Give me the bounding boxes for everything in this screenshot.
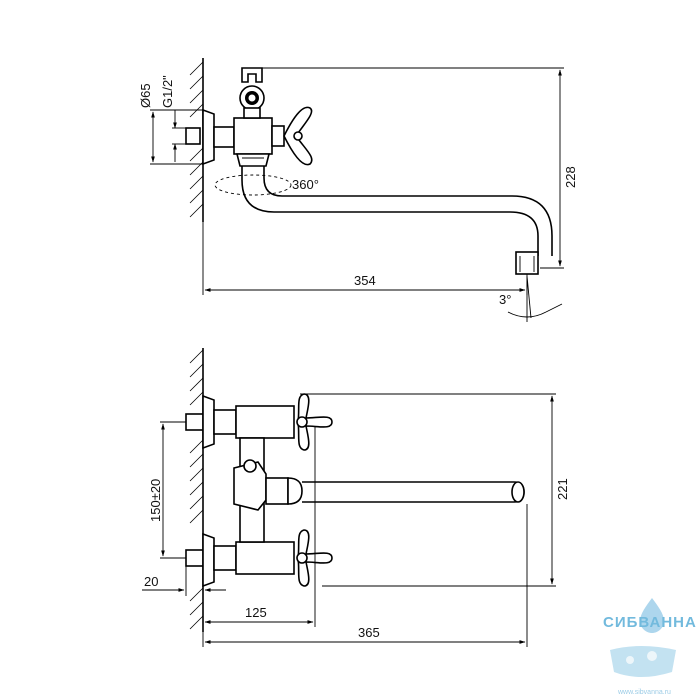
front-view: 150±20 20 125 365 221 bbox=[142, 348, 570, 647]
spout-top bbox=[241, 166, 539, 256]
wall-label: 20 bbox=[144, 574, 158, 589]
spout-collar bbox=[265, 477, 289, 505]
cross-handle-top bbox=[271, 106, 313, 166]
top-view: 360° Ø65 G1/2" 228 354 bbox=[138, 58, 578, 322]
thread-stub-top bbox=[185, 127, 201, 145]
height-label-front: 221 bbox=[555, 478, 570, 500]
thread-stub-lower bbox=[185, 549, 204, 567]
eccentric-upper bbox=[213, 409, 237, 435]
cross-handle-lower bbox=[296, 529, 333, 587]
watermark-url: www.sibvanna.ru bbox=[617, 689, 671, 696]
escutcheon-upper bbox=[202, 394, 215, 450]
length-label-front: 365 bbox=[358, 625, 380, 640]
wall-front bbox=[189, 348, 204, 632]
angle-label: 3° bbox=[499, 292, 511, 307]
escutcheon-top bbox=[202, 108, 215, 166]
thread-stub-upper bbox=[185, 413, 204, 431]
thread-label: G1/2" bbox=[160, 75, 175, 108]
length-label-top: 354 bbox=[354, 273, 376, 288]
mixer-body-top bbox=[233, 117, 273, 155]
diameter-dimension: Ø65 bbox=[138, 83, 203, 165]
spout-end bbox=[511, 481, 525, 503]
offset-dimension: 125 bbox=[204, 426, 316, 627]
rotation-ellipse bbox=[214, 174, 292, 196]
angle-dimension: 3° bbox=[499, 275, 563, 322]
spout-swivel-top bbox=[235, 153, 271, 167]
height-dimension-top: 228 bbox=[262, 67, 578, 269]
height-label-top: 228 bbox=[563, 166, 578, 188]
rotation-label: 360° bbox=[292, 177, 319, 192]
height-dimension-front: 221 bbox=[300, 393, 570, 587]
aerator-top bbox=[515, 251, 539, 275]
watermark-brand: СИБВАННА bbox=[603, 614, 697, 631]
offset-label: 125 bbox=[245, 605, 267, 620]
bathtub-icon bbox=[610, 646, 676, 677]
centers-dimension: 150±20 bbox=[148, 421, 186, 559]
water-drop-icon bbox=[640, 598, 664, 633]
cross-handle-upper bbox=[296, 393, 333, 451]
spout-front bbox=[302, 481, 525, 503]
valve-body-upper bbox=[235, 405, 295, 439]
thread-dimension: G1/2" bbox=[160, 75, 186, 162]
length-dimension-front: 365 bbox=[202, 504, 528, 647]
length-dimension-top: 354 bbox=[202, 222, 528, 295]
escutcheon-lower bbox=[202, 532, 215, 588]
watermark-logo: СИБВАННА www.sibvanna.ru bbox=[603, 598, 697, 696]
diverter-knob bbox=[243, 459, 257, 473]
shower-holder-top bbox=[239, 67, 265, 119]
eccentric-top bbox=[213, 126, 235, 148]
centers-label: 150±20 bbox=[148, 479, 163, 522]
valve-body-lower bbox=[235, 541, 295, 575]
diameter-label: Ø65 bbox=[138, 83, 153, 108]
eccentric-lower bbox=[213, 545, 237, 571]
wall-dimension: 20 bbox=[142, 566, 226, 596]
